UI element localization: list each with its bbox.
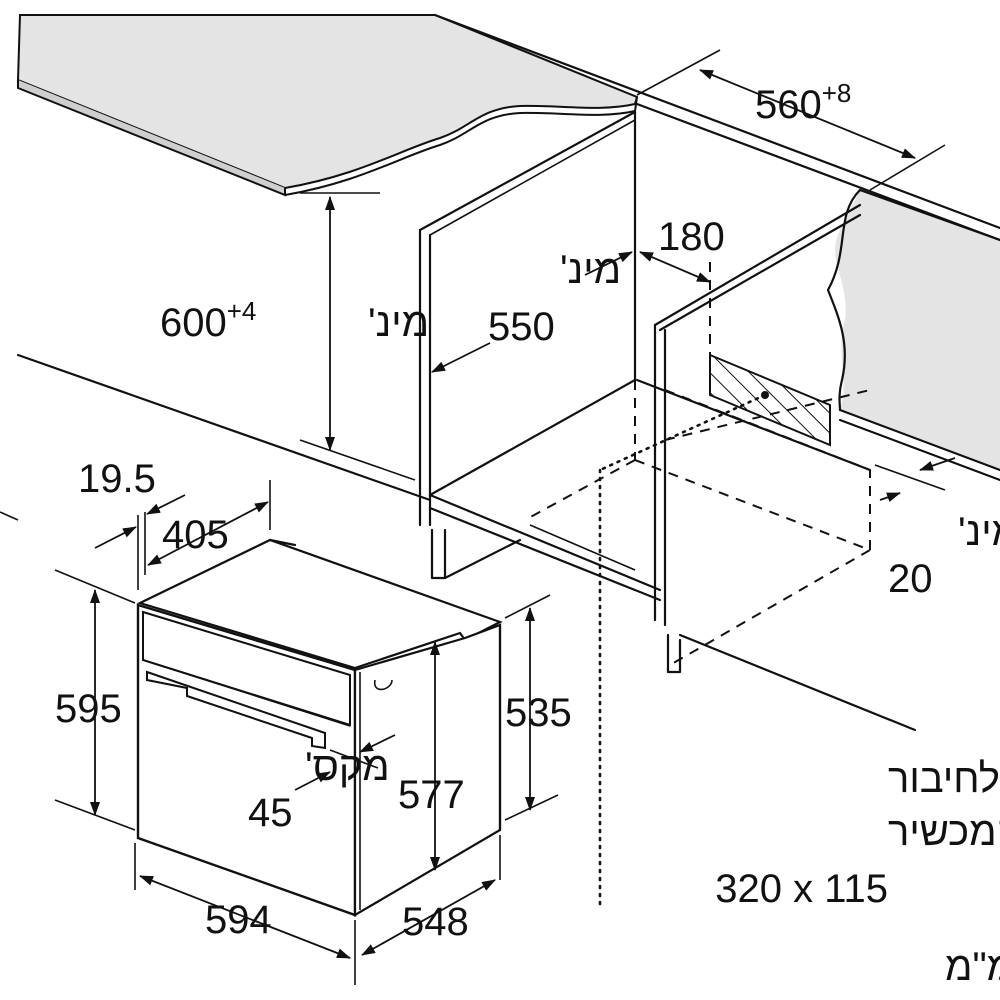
inner-height-label: 577 — [398, 773, 465, 817]
dimension-lines — [54, 49, 956, 985]
front-offset-label: 19.5 — [78, 457, 156, 501]
oven-height-label: 595 — [55, 687, 122, 731]
niche-height-prefix: מינ' — [368, 301, 429, 345]
oven — [136, 538, 503, 917]
connection-label-line1: מקום לחיבור — [888, 757, 1000, 801]
door-gap-value: 45 — [248, 791, 293, 835]
door-gap-prefix: מקס' — [305, 745, 390, 789]
oven-depth-label: 548 — [402, 900, 469, 944]
oven-body-height-label: 535 — [505, 691, 572, 735]
worktop — [16, 14, 639, 197]
connection-label-line2: המכשיר — [888, 810, 1000, 854]
hinge-depth-label: 405 — [162, 513, 229, 557]
side-gap-value: 20 — [888, 557, 933, 601]
dimension-labels: 560+8 600+4 מינ' מינ' 550 180 מינ' 20 19… — [55, 78, 1000, 989]
niche-depth-prefix: מינ' — [560, 248, 621, 292]
side-gap-prefix: מינ' — [958, 510, 1000, 554]
connection-size-label: 320 x 115 — [715, 867, 888, 911]
vent-gap-label: 180 — [658, 215, 725, 259]
right-cabinet-top — [826, 188, 1000, 482]
niche-structure — [0, 13, 1000, 907]
cabinet-width-label: 560+8 — [755, 78, 851, 127]
oven-width-label: 594 — [205, 898, 272, 942]
niche-height-value: 600+4 — [160, 296, 256, 345]
units-note: מידות במ"מ — [945, 945, 1000, 989]
niche-depth-value: 550 — [488, 305, 555, 349]
